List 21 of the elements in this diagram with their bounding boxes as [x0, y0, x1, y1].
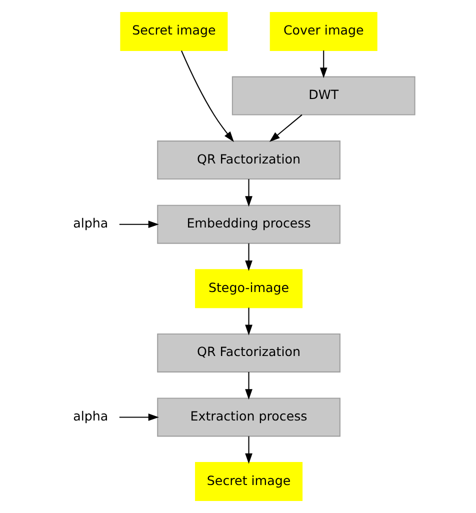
arrow [244, 436, 252, 464]
arrow [319, 50, 327, 78]
arrow [118, 220, 158, 228]
arrow [180, 50, 234, 142]
node-box: Extraction process [156, 398, 340, 437]
arrow [244, 179, 252, 207]
node-box: Secret image [194, 462, 302, 502]
arrow [244, 308, 252, 336]
node-box: QR Factorization [156, 140, 340, 180]
node-box: Embedding process [156, 204, 340, 244]
arrow [118, 414, 158, 421]
node-text: alpha [72, 216, 108, 231]
node-text: alpha [72, 408, 108, 424]
node-box: Stego-image [194, 269, 302, 308]
node-box: Secret image [120, 12, 228, 51]
arrow [244, 243, 252, 272]
node-box: Cover image [269, 12, 377, 51]
arrow [268, 114, 302, 142]
node-box: DWT [231, 76, 415, 116]
node-box: QR Factorization [156, 333, 340, 372]
arrow [244, 372, 252, 400]
